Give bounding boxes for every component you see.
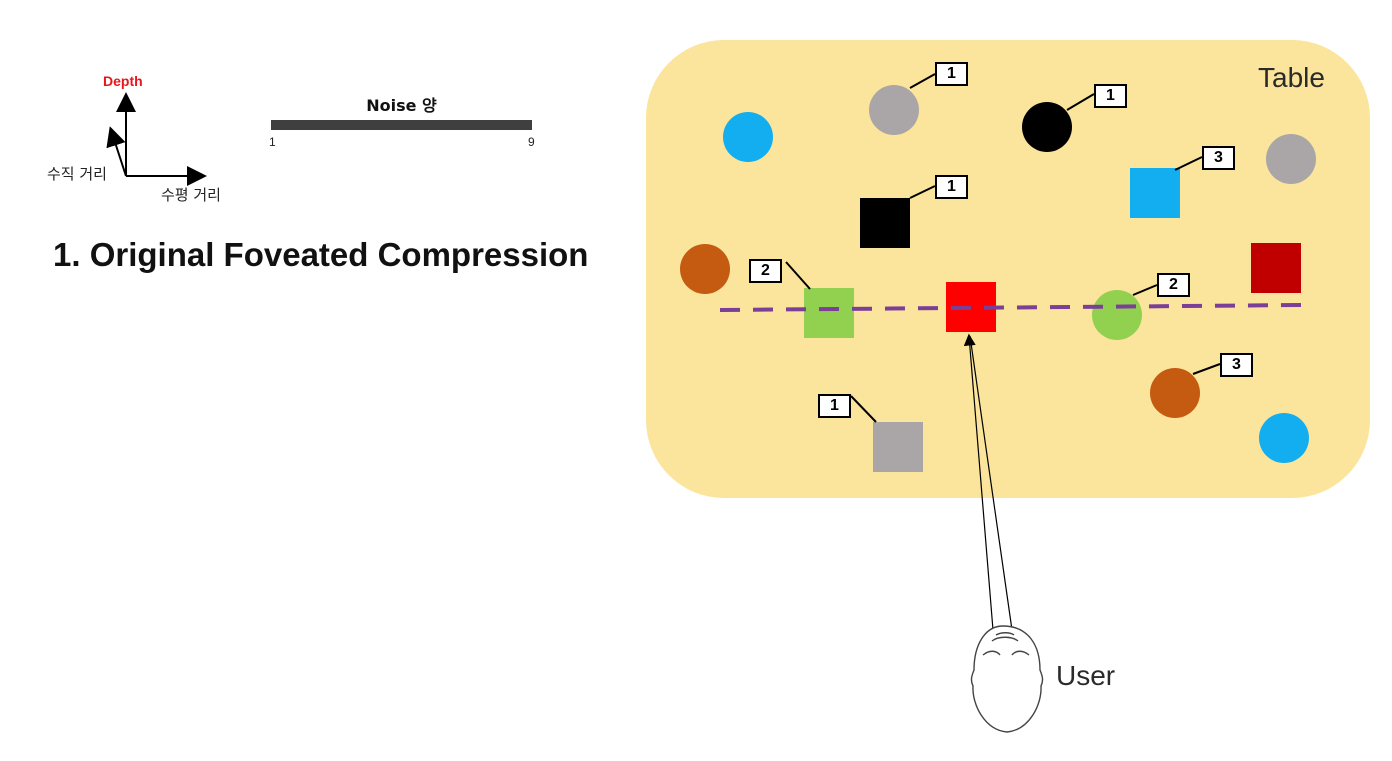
level-badge-gray-square: 1	[818, 394, 851, 418]
noise-scale-title: Noise 양	[366, 96, 437, 115]
leader-line-gray-circle-top	[909, 73, 936, 89]
vertical-distance-label: 수직 거리	[47, 165, 107, 183]
object-black-square	[860, 198, 910, 248]
leader-line-orange-circle-right	[1192, 363, 1221, 375]
level-badge-gray-circle-top: 1	[935, 62, 968, 86]
noise-scale-max: 9	[528, 135, 535, 149]
vertical-axis	[106, 126, 127, 177]
object-blue-circle-left	[723, 112, 773, 162]
level-badge-green-circle: 2	[1157, 273, 1190, 297]
object-dark-red-square	[1251, 243, 1301, 293]
level-badge-black-circle: 1	[1094, 84, 1127, 108]
sight-line-right	[969, 335, 1013, 631]
horizontal-distance-label: 수평 거리	[161, 186, 221, 204]
axes-diagram	[106, 92, 207, 186]
object-orange-circle-right	[1150, 368, 1200, 418]
user-head-icon	[970, 625, 1044, 733]
level-badge-orange-circle-right: 3	[1220, 353, 1253, 377]
object-green-circle	[1092, 290, 1142, 340]
noise-scale-min: 1	[269, 135, 276, 149]
leader-line-black-square	[909, 185, 936, 199]
leader-line-green-circle	[1132, 284, 1158, 296]
object-gray-square	[873, 422, 923, 472]
table-label: Table	[1258, 62, 1325, 93]
level-badge-green-square: 2	[749, 259, 782, 283]
object-blue-circle-right	[1259, 413, 1309, 463]
leader-line-green-square	[785, 261, 811, 290]
object-gray-circle-top	[869, 85, 919, 135]
level-badge-black-square: 1	[935, 175, 968, 199]
object-green-square	[804, 288, 854, 338]
noise-scale-bar	[271, 120, 532, 130]
leader-line-gray-square	[850, 395, 877, 423]
section-title: 1. Original Foveated Compression	[53, 236, 589, 273]
depth-axis-label: Depth	[103, 73, 143, 89]
object-black-circle	[1022, 102, 1072, 152]
object-orange-circle-left	[680, 244, 730, 294]
object-blue-square	[1130, 168, 1180, 218]
object-gray-circle-right	[1266, 134, 1316, 184]
level-badge-blue-square: 3	[1202, 146, 1235, 170]
sight-line-left	[963, 333, 994, 631]
leader-line-black-circle	[1066, 93, 1095, 111]
leader-line-blue-square	[1174, 156, 1203, 171]
user-label: User	[1056, 660, 1116, 691]
